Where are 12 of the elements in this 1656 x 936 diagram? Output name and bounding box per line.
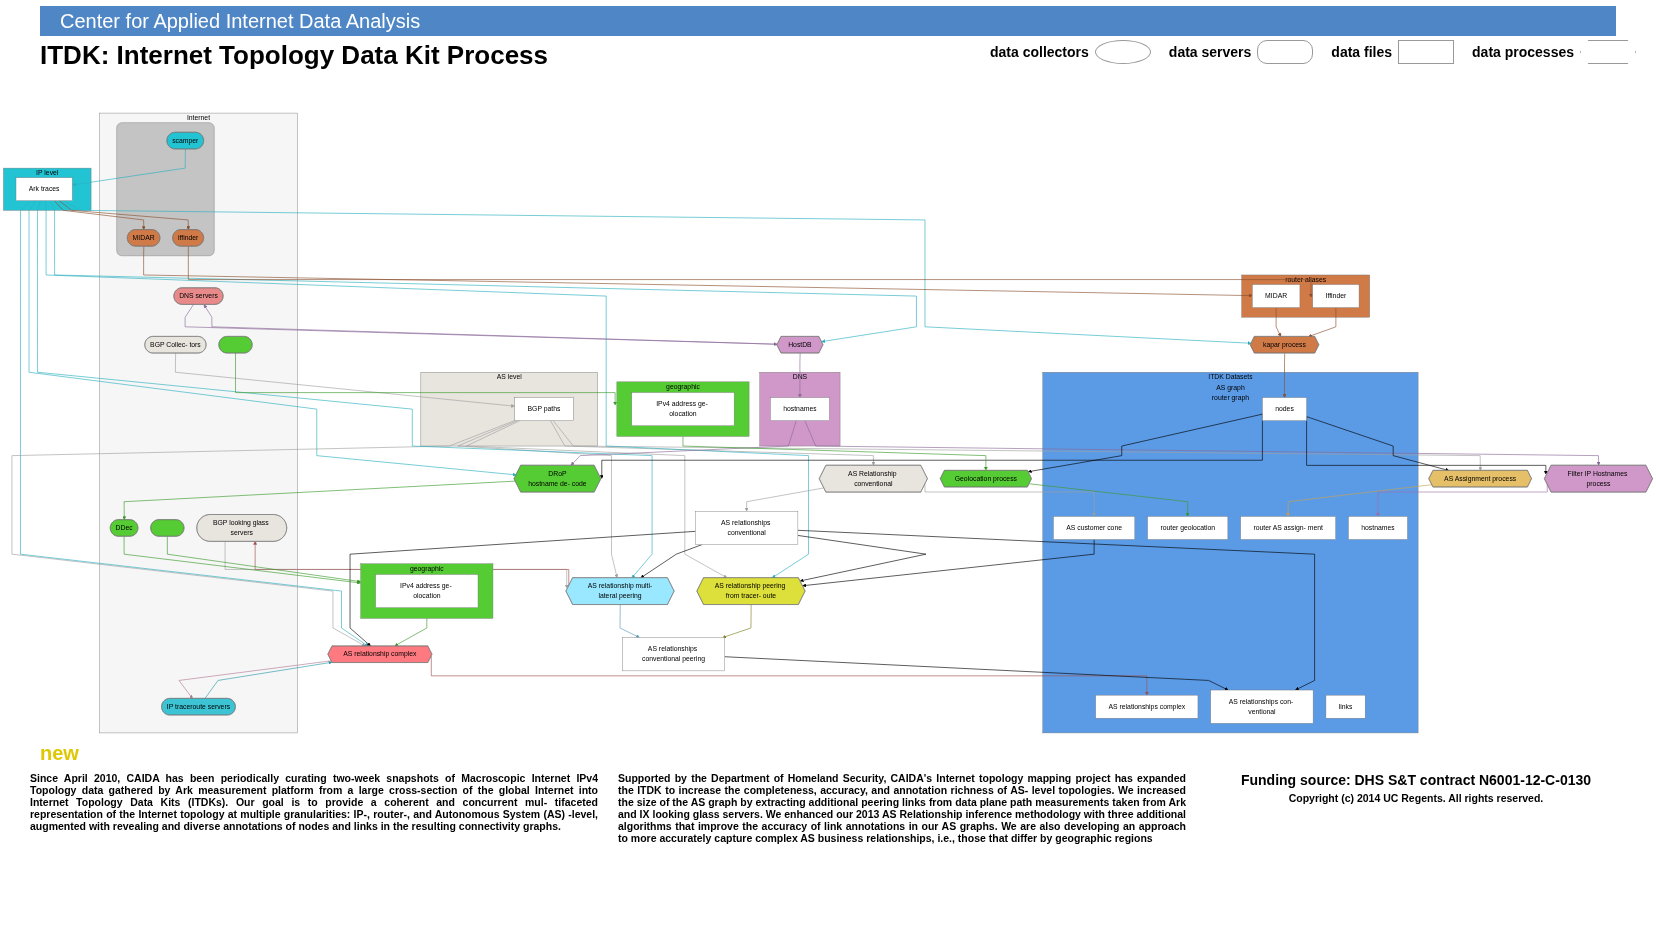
cluster [116,122,215,256]
header-text: Center for Applied Internet Data Analysis [40,6,1616,36]
legend-text: data collectors [990,44,1089,60]
description-paragraph: Supported by the Department of Homeland Security, CAIDA's Internet topology mapping project has expanded the ITDK to increase the completeness, accuracy, and annotation richness of AS- level topologies. We increased the size of the AS graph by extracting additional peering links from data plane path measurements taken from Ark and IX looking glass servers. We enhanced our 2013 AS Relationship inference methodology with three additional algorithms that improve the accuracy of link annotations in our AS graphs. We are also developing an approach to more accurately capture complex AS business relationships, i.e., those that differ by geographic regions [618,772,1186,844]
funding-note: Funding source: DHS S&T contract N6001-12-C-0130 [1239,772,1593,788]
diagram-title: ITDK: Internet Topology Data Kit Process [40,40,548,71]
legend-text: data servers [1168,44,1252,60]
description-paragraph: Since April 2010, CAIDA has been periodically curating two-week snapshots of Macroscopic Internet IPv4 Topology data gathered by Ark measurement platform from a large cross-section of the global Internet into Internet Topology Data Kits (ITDKs). Our goal is to provide a coherent and concurrent mul- tifaceted representation of the Internet topology at multiple granularities: IP-, router-, and Autonomous System (AS) -level, augmented with revealing and diverse annotations of nodes and links in the resulting connectivity graphs. [30,772,598,834]
legend-text: data processes [1472,44,1574,60]
copyright-note: Copyright (c) 2014 UC Regents. All rights reserved. [1287,792,1545,804]
legend-text: data files [1331,44,1393,60]
new-badge-text: new [40,742,79,765]
